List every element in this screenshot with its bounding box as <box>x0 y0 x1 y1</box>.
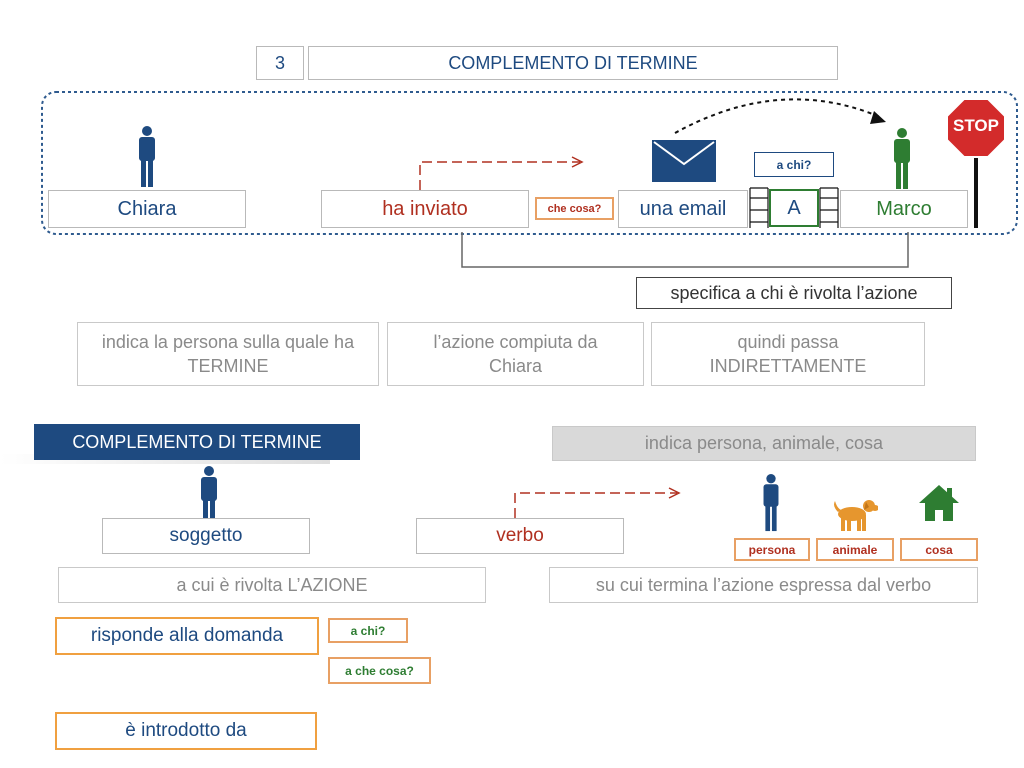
verb-arrow-line <box>419 161 580 190</box>
person-icon <box>894 128 910 189</box>
stop-sign-icon: STOP <box>946 98 1006 158</box>
envelope-icon <box>652 140 716 182</box>
indirect-object-box: Marco <box>840 190 968 228</box>
link-lines <box>749 187 839 228</box>
dog-icon <box>834 500 878 531</box>
verbo-arrow-head <box>668 487 681 499</box>
soggetto-box: soggetto <box>102 518 310 554</box>
page-title: COMPLEMENTO DI TERMINE <box>308 46 838 80</box>
cosa-tag: cosa <box>900 538 978 561</box>
animale-tag: animale <box>816 538 894 561</box>
persona-tag: persona <box>734 538 810 561</box>
verbo-arrow-line <box>514 492 677 518</box>
curved-arrow-head <box>870 111 886 124</box>
question-who-tag: a chi? <box>754 152 834 177</box>
a-chi-tag: a chi? <box>328 618 408 643</box>
preposition-box: A <box>769 189 819 227</box>
verbo-box: verbo <box>416 518 624 554</box>
section-title: COMPLEMENTO DI TERMINE <box>34 424 360 460</box>
a-che-cosa-tag: a che cosa? <box>328 657 431 684</box>
indica-box: indica persona, animale, cosa <box>552 426 976 461</box>
introdotto-box: è introdotto da <box>55 712 317 750</box>
person-icon <box>763 474 779 532</box>
question-what-tag: che cosa? <box>535 197 614 220</box>
object-box: una email <box>618 190 748 228</box>
sentence-frame <box>41 91 1018 235</box>
bracket-line <box>461 232 909 268</box>
explain-box-1: indica la persona sulla quale ha TERMINE <box>77 322 379 386</box>
explain-box-2: l’azione compiuta da Chiara <box>387 322 644 386</box>
termina-box: su cui termina l’azione espressa dal ver… <box>549 567 978 603</box>
slide-number: 3 <box>256 46 304 80</box>
person-icon <box>139 126 155 187</box>
verb-box: ha inviato <box>321 190 529 228</box>
house-icon <box>919 485 959 521</box>
person-icon <box>201 466 217 527</box>
curved-arrow-line <box>674 98 881 134</box>
rivolta-box: a cui è rivolta L’AZIONE <box>58 567 486 603</box>
verb-arrow-head <box>571 156 584 168</box>
stop-label: STOP <box>953 116 999 135</box>
subject-box: Chiara <box>48 190 246 228</box>
specifica-box: specifica a chi è rivolta l’azione <box>636 277 952 309</box>
risponde-box: risponde alla domanda <box>55 617 319 655</box>
explain-box-3: quindi passa INDIRETTAMENTE <box>651 322 925 386</box>
